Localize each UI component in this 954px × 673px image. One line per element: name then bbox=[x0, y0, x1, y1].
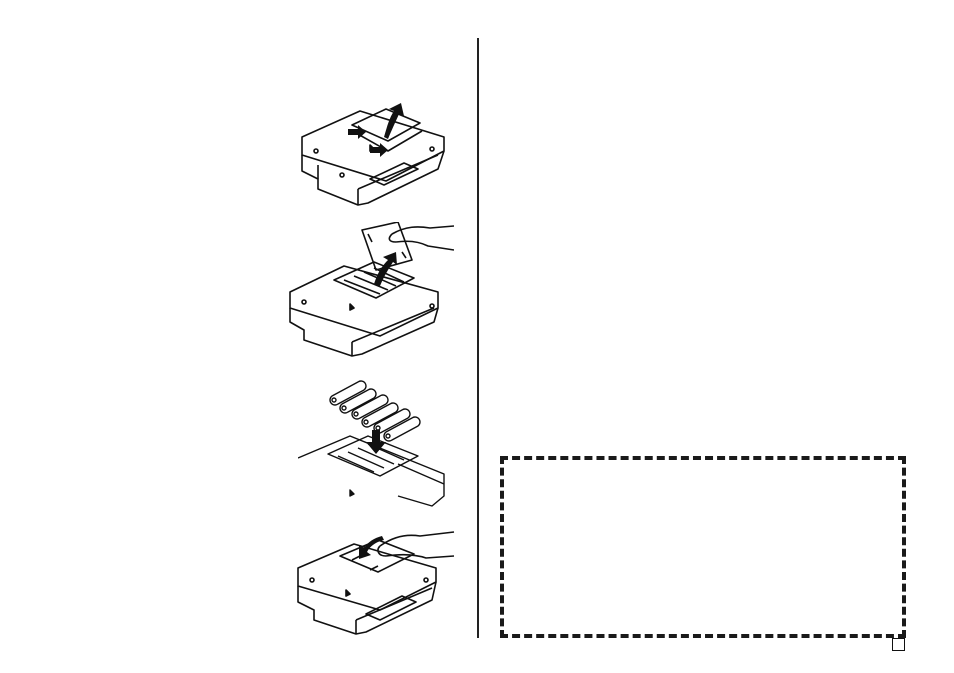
step-4-replace-cover-illustration bbox=[296, 530, 456, 636]
step-1-remove-cover-illustration bbox=[298, 103, 448, 209]
step-2-lift-cover-illustration bbox=[288, 222, 454, 358]
step-3-insert-batteries-illustration bbox=[298, 378, 450, 512]
note-box bbox=[500, 456, 906, 638]
page-marker-box bbox=[892, 638, 905, 651]
column-divider bbox=[477, 38, 479, 638]
